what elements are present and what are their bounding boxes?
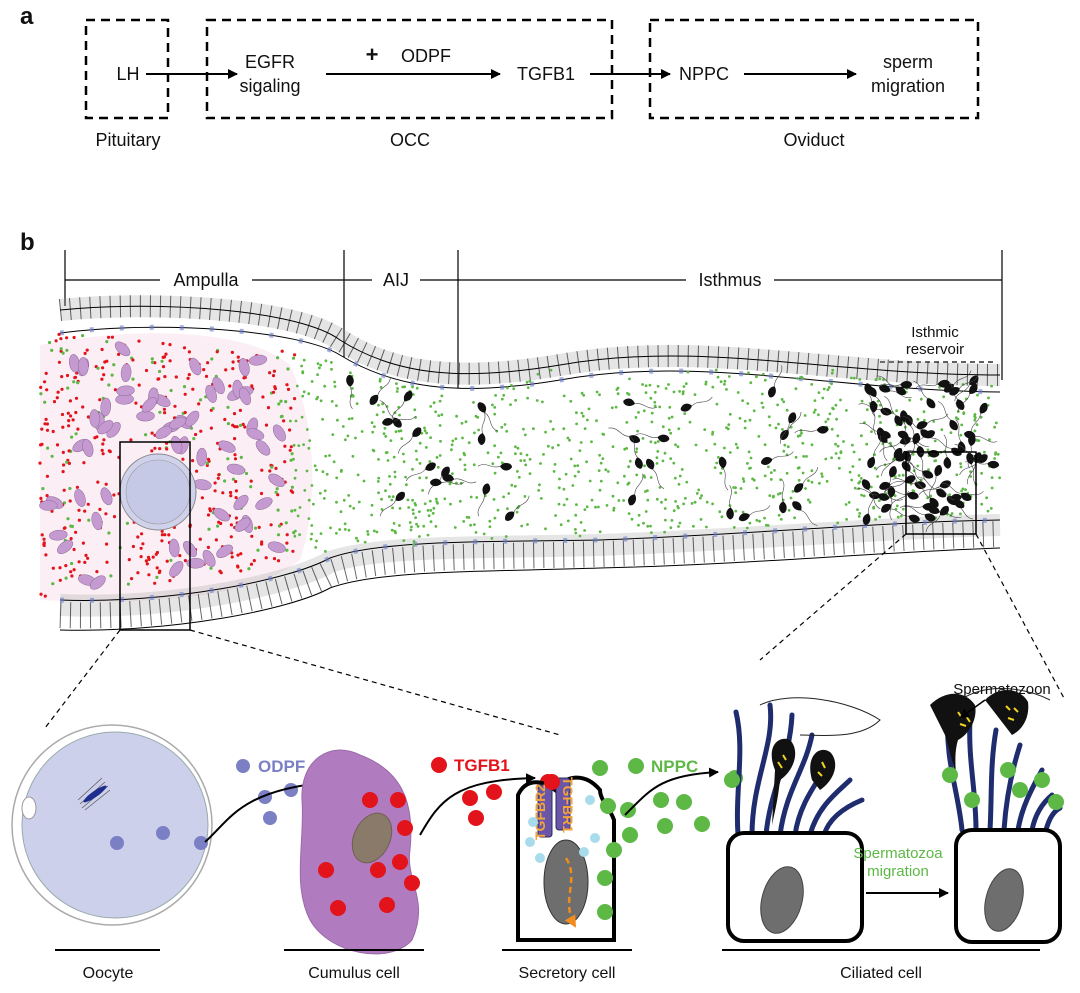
zoom-box-isthmus: [905, 451, 977, 535]
migration-label-line2: migration: [867, 863, 929, 880]
region-dividers: [64, 250, 1003, 388]
occ-box: [205, 18, 614, 120]
node-tgfb1: TGFB1: [517, 64, 575, 84]
isthmic-reservoir-line1: Isthmic: [911, 324, 959, 341]
oocyte-cartoon: [11, 724, 213, 926]
region-aij: AIJ: [383, 270, 409, 290]
tgfbr1-receptor: [555, 777, 571, 831]
tgfbr1-label: TGFBR1: [560, 777, 576, 833]
plus-sign: +: [366, 42, 379, 67]
nppc-label: NPPC: [651, 757, 698, 776]
group-label-occ: OCC: [390, 130, 430, 150]
node-lh: LH: [116, 64, 139, 84]
cumulus-cells-in-tube: [39, 341, 286, 590]
cumulus-cell-cartoon: [299, 749, 420, 955]
panel-a-label: a: [20, 3, 34, 30]
cell-label-secretory: Secretory cell: [519, 965, 616, 982]
ciliated-cell-2: [930, 687, 1064, 944]
spermatozoon-label: Spermatozoon: [953, 681, 1051, 698]
panel-a: a LH EGFR sigaling TGFB1 NPPC sperm migr…: [20, 3, 980, 150]
node-egfr-line2: sigaling: [239, 76, 300, 96]
node-egfr-line1: EGFR: [245, 52, 295, 72]
tgfbr2-label: TGFBR2: [532, 784, 548, 840]
secretory-cell-cartoon: TGFBR2 TGFBR1: [516, 760, 638, 942]
tgfb1-label: TGFB1: [454, 756, 510, 775]
panel-b: b Ampulla AIJ Isthmus Isthmic reservoir: [11, 229, 1066, 982]
cell-label-ciliated: Ciliated cell: [840, 965, 922, 982]
nppc-dots: [289, 358, 1001, 553]
cell-label-cumulus: Cumulus cell: [308, 965, 400, 982]
nppc-signal: NPPC: [624, 757, 743, 834]
cell-label-oocyte: Oocyte: [83, 965, 134, 982]
odpf-label: ODPF: [258, 757, 305, 776]
oviduct-box: [648, 18, 980, 120]
node-nppc: NPPC: [679, 64, 729, 84]
group-label-oviduct: Oviduct: [783, 130, 844, 150]
group-label-pituitary: Pituitary: [95, 130, 160, 150]
node-sperm-line1: sperm: [883, 52, 933, 72]
zoom-box-ampulla: [119, 441, 191, 631]
isthmic-reservoir-line2: reservoir: [906, 341, 964, 358]
sperm-in-tube: [346, 365, 1000, 533]
region-isthmus: Isthmus: [698, 270, 761, 290]
region-ampulla: Ampulla: [173, 270, 239, 290]
ciliated-cell-1: [722, 697, 1040, 951]
node-sperm-line2: migration: [871, 76, 945, 96]
migration-label-line1: Spermatozoa: [853, 845, 943, 862]
panel-b-label: b: [20, 229, 35, 256]
edge-label-odpf: ODPF: [401, 46, 451, 66]
oocyte-in-tube: [119, 453, 197, 531]
